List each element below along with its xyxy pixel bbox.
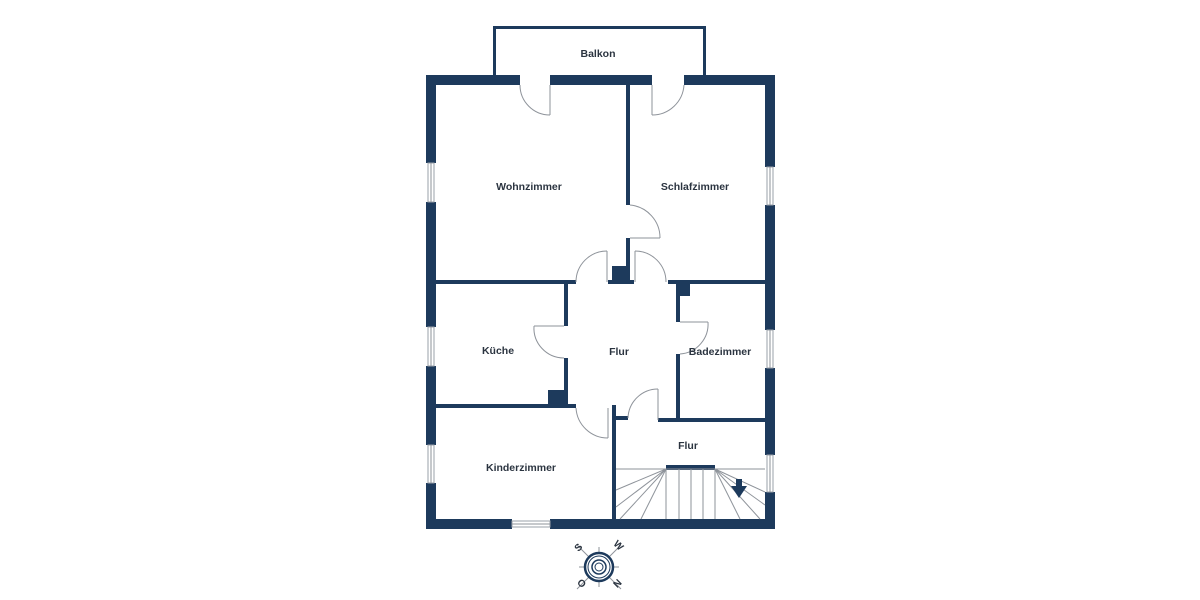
- room-label-flur-stairs: Flur: [678, 440, 698, 452]
- windows: [427, 162, 774, 528]
- doors: [519, 84, 709, 439]
- balcony: [493, 26, 706, 78]
- room-label-kueche: Küche: [481, 345, 515, 357]
- outer-walls: [426, 75, 775, 529]
- room-label-flur: Flur: [609, 346, 629, 358]
- compass-icon: [576, 544, 622, 590]
- stair-direction-arrow-icon: [731, 479, 747, 498]
- room-label-balkon: Balkon: [580, 48, 616, 60]
- room-label-schlafzimmer: Schlafzimmer: [660, 181, 730, 193]
- room-label-wohnzimmer: Wohnzimmer: [496, 181, 562, 193]
- room-label-badezimmer: Badezimmer: [688, 346, 752, 358]
- staircase: [615, 468, 766, 520]
- room-label-kinderzimmer: Kinderzimmer: [485, 462, 557, 474]
- interior-walls: [436, 85, 765, 519]
